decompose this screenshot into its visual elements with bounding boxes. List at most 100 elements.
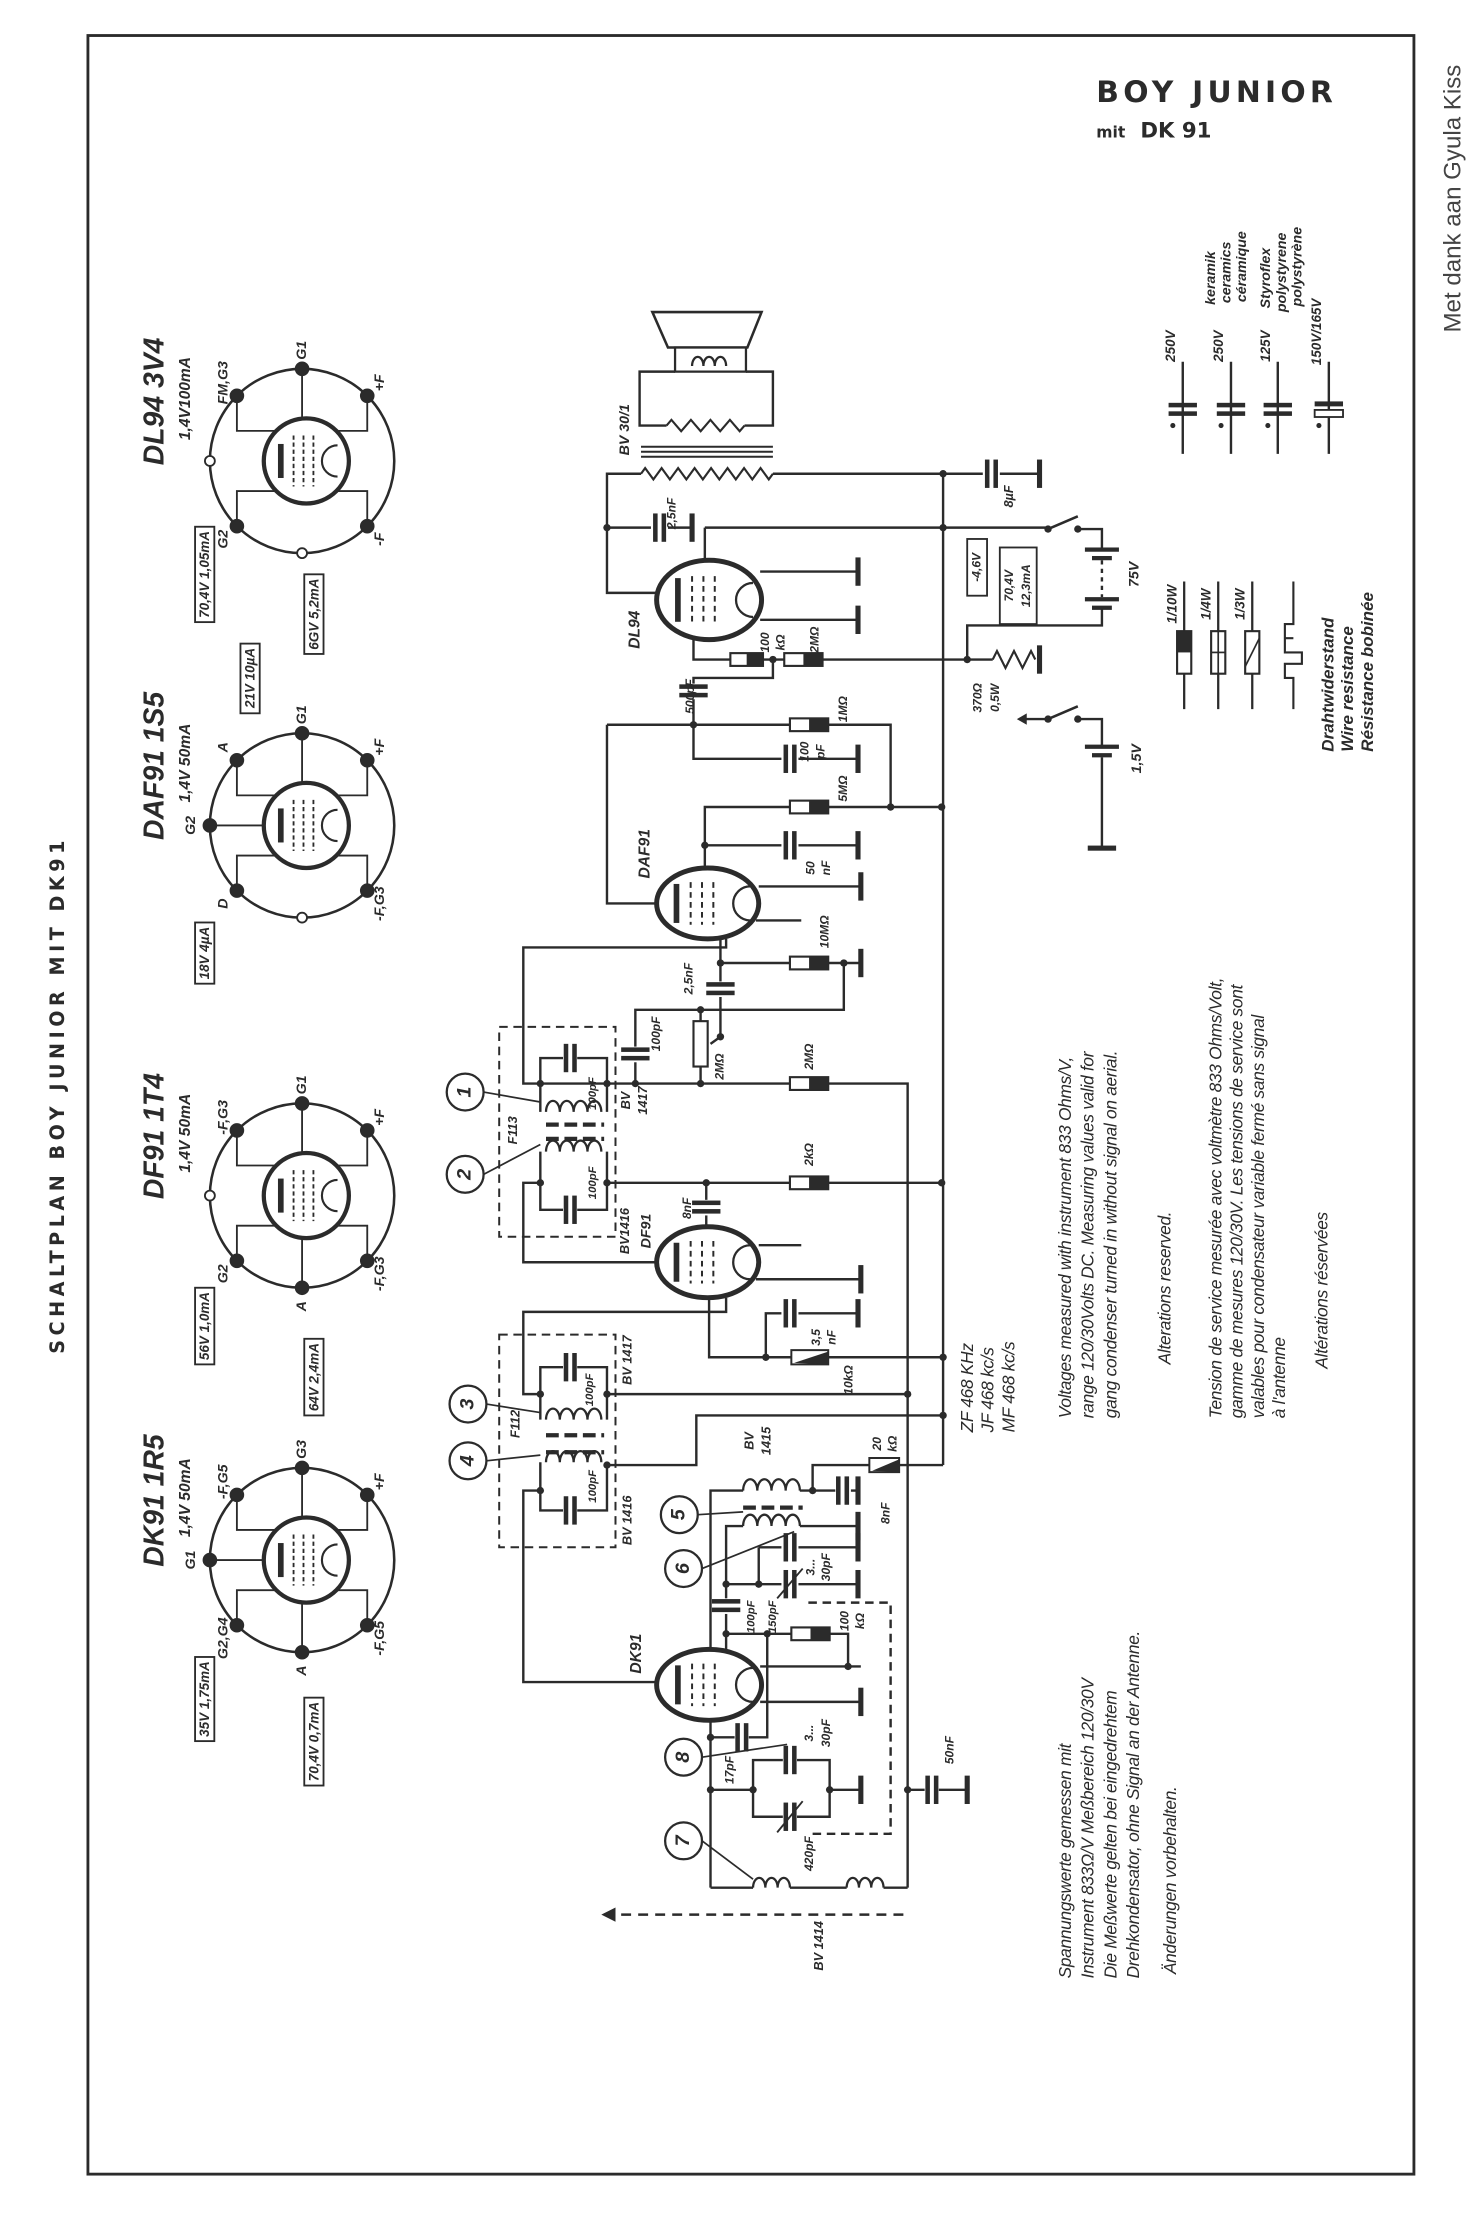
label-1417-group: 1417 bbox=[635, 1085, 650, 1114]
legend-capacitor-voltage-group: 125V bbox=[1258, 329, 1273, 361]
label-f113-group: F113 bbox=[505, 1116, 520, 1144]
pin-label-group: -F,G5 bbox=[372, 1620, 388, 1656]
legend-resistor-rating: 1/4W bbox=[1198, 587, 1213, 620]
arrow-icon bbox=[601, 1907, 616, 1922]
junction-dot bbox=[769, 655, 777, 664]
legend-capacitor-voltage: 250V bbox=[1163, 329, 1178, 362]
voltage-reading-group: 35V 1,75mA bbox=[194, 1656, 216, 1743]
tube-rating-label: 1,4V 50mA bbox=[177, 1094, 194, 1173]
junction-dot bbox=[825, 1786, 834, 1794]
label-bv-osc-group: BV bbox=[742, 1431, 757, 1450]
tube-base-bulb bbox=[261, 1515, 351, 1605]
voltage-reading-box bbox=[194, 1286, 216, 1366]
label-420pF-group: 420pF bbox=[802, 1836, 816, 1872]
if-transformer-1-cap1-plate bbox=[572, 1043, 577, 1073]
pin-label: -F,G3 bbox=[372, 1256, 388, 1291]
r370-value: 370Ω bbox=[971, 682, 985, 712]
tube-label-dl94: DL94 bbox=[626, 610, 643, 648]
voltage-reading-box bbox=[303, 1696, 325, 1787]
label-1M-group: 1MΩ bbox=[836, 695, 850, 722]
drawing-frame bbox=[86, 34, 1416, 2176]
junction-dot bbox=[536, 1486, 545, 1495]
wire bbox=[638, 370, 676, 427]
note-french-line-group: à l'antenne bbox=[1269, 1337, 1289, 1418]
capacitor-2-5nF-b-plate bbox=[706, 990, 735, 996]
label-10k-group: 10kΩ bbox=[842, 1365, 856, 1395]
pin-label-group: G1 bbox=[294, 705, 310, 724]
legend-wire-resistor-text: Wire resistance bbox=[1338, 626, 1357, 752]
if-transformer-1-cap1-plate bbox=[563, 1043, 569, 1073]
tube-dl94-filament bbox=[734, 581, 754, 619]
pin-label-group: A bbox=[294, 1666, 310, 1677]
resistor-100k-band bbox=[746, 653, 763, 666]
label-5M-group: 5MΩ bbox=[836, 775, 850, 802]
label-pot-2M: 2MΩ bbox=[713, 1053, 727, 1081]
label-2M-group: 2MΩ bbox=[808, 626, 822, 654]
label-trim-ant-2-group: 30pF bbox=[819, 1718, 833, 1747]
capacitor-100pF-plate bbox=[783, 744, 789, 773]
legend-wire-resistor-text-group: Wire resistance bbox=[1338, 626, 1357, 752]
legend-capacitor-material-group: Styroflex bbox=[1258, 247, 1274, 309]
wire bbox=[522, 1489, 657, 1684]
note-french-line: à l'antenne bbox=[1269, 1337, 1289, 1418]
capacitor-8uF-plate bbox=[984, 459, 990, 488]
label-500pF-group: 500pF bbox=[683, 678, 697, 713]
capacitor-50nF-b-plate bbox=[933, 1775, 939, 1804]
ht-voltage-group: 70,4V bbox=[1002, 569, 1016, 601]
pin-label: +F bbox=[372, 374, 388, 391]
alignment-point-number-group: 4 bbox=[456, 1455, 478, 1467]
ground-symbol bbox=[855, 744, 861, 773]
note-french-line: gamme de mesures 120/30V. Les tensions d… bbox=[1227, 983, 1247, 1418]
tube-base-pin bbox=[359, 1617, 375, 1633]
gang-capacitor-osc-plate bbox=[792, 1569, 797, 1599]
label-100pF-osc-group: 100pF bbox=[746, 1599, 758, 1633]
wire bbox=[539, 1151, 564, 1211]
tube-base-lead bbox=[235, 1224, 277, 1261]
tube-label-dk91: DK91 bbox=[628, 1634, 645, 1674]
label-2k: 2kΩ bbox=[802, 1142, 816, 1166]
pin-label: +F bbox=[372, 1473, 388, 1490]
ground-symbol bbox=[855, 557, 861, 586]
tube-base-lead bbox=[301, 1601, 307, 1653]
voltage-reading-group: 21V 10µA bbox=[239, 642, 261, 715]
tube-df91-filament bbox=[732, 1244, 751, 1281]
capacitor-50nF-plate bbox=[792, 831, 797, 860]
junction-dot bbox=[603, 1390, 611, 1398]
label-trim-ant-1-group: 3... bbox=[802, 1725, 816, 1742]
label-pF: pF bbox=[813, 744, 827, 760]
pin-label: +F bbox=[372, 1109, 388, 1126]
if-transformer-2-cap1-plate bbox=[572, 1353, 577, 1382]
label-if2-primary-group: BV 1417 bbox=[620, 1334, 635, 1385]
label-50-group: 50 bbox=[803, 861, 817, 875]
tube-base-lead bbox=[235, 854, 277, 891]
label-bv1414-group: BV 1414 bbox=[811, 1921, 826, 1971]
label-100-b-group: 100 bbox=[837, 1611, 851, 1631]
capacitor-2-5nF-plate bbox=[661, 513, 667, 542]
battery-plate bbox=[1084, 744, 1119, 749]
junction-dot bbox=[844, 1662, 852, 1671]
label-420pF: 420pF bbox=[802, 1836, 816, 1872]
alignment-leader bbox=[697, 1510, 744, 1516]
label-8uF-group: 8µF bbox=[1001, 484, 1016, 507]
tube-dk91-anode bbox=[675, 1665, 681, 1705]
wire bbox=[692, 659, 775, 684]
tube-base-lead bbox=[235, 490, 277, 527]
capacitor-500pF-plate bbox=[679, 692, 708, 698]
note-french-line-group: valables pour condensateur variable ferm… bbox=[1248, 1014, 1268, 1419]
wire bbox=[1077, 527, 1104, 549]
legend-wire-resistor-text-group: Drahtwiderstand bbox=[1318, 617, 1337, 752]
junction-dot bbox=[631, 1079, 640, 1088]
tube-base-pin bbox=[359, 752, 375, 768]
battery-ht-label-group: 75V bbox=[1126, 560, 1142, 587]
capacitor-50nF-b-plate bbox=[925, 1775, 930, 1804]
note-english-line: gang condenser turned in without signal … bbox=[1100, 1051, 1120, 1419]
note-german-line-group: Drehkondensator, ohne Signal an der Ante… bbox=[1123, 1631, 1143, 1979]
pin-label: -F,G5 bbox=[372, 1620, 388, 1656]
label-bv1416-group: BV1416 bbox=[617, 1207, 632, 1254]
voltage-reading-box bbox=[303, 573, 325, 655]
legend-resistor-rating: 1/10W bbox=[1164, 583, 1179, 623]
label-trim-ant-2: 30pF bbox=[819, 1718, 833, 1747]
note-german-line-group: Instrument 833Ω/V Meßbereich 120/30V bbox=[1078, 1677, 1098, 1979]
legend-capacitor-plate bbox=[1263, 411, 1292, 416]
